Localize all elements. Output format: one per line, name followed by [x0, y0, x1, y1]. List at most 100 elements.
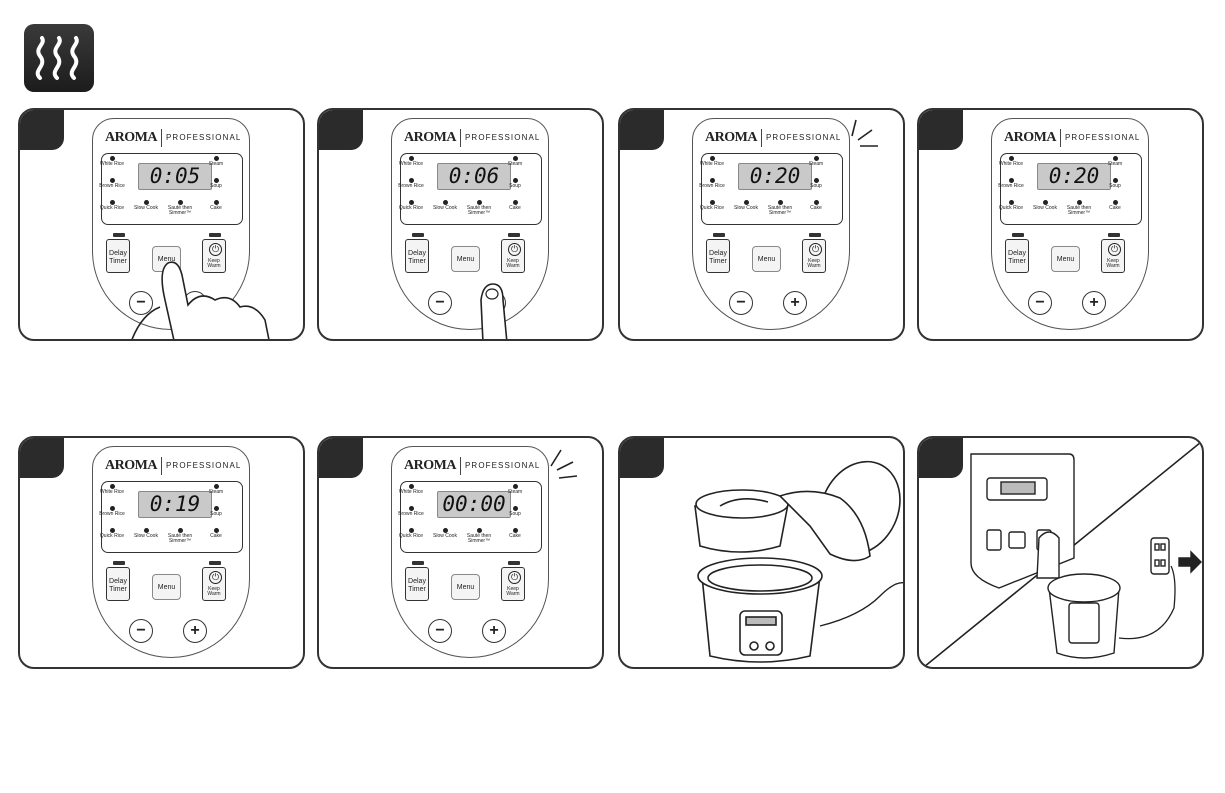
keep-warm-button[interactable]: ⏻Keep Warm	[1101, 233, 1125, 273]
indicator-slow-cook: Slow Cook	[431, 200, 459, 211]
indicator-saute: Sauté then Simmer™	[166, 200, 194, 216]
control-panel: AROMA PROFESSIONAL 0:19 White Rice Brown…	[92, 446, 250, 658]
indicator-saute: Sauté then Simmer™	[465, 528, 493, 544]
plus-button[interactable]: +	[783, 291, 807, 315]
menu-button[interactable]: Menu	[451, 246, 480, 272]
step-tab	[319, 438, 363, 478]
minus-button[interactable]: −	[129, 619, 153, 643]
display-area: 0:20 White Rice Brown Rice Quick Rice Sl…	[698, 153, 843, 225]
lcd-display: 0:05	[138, 163, 212, 190]
indicator-steam: Steam	[501, 484, 529, 495]
brand-logo: AROMA	[105, 130, 157, 145]
brand-subtitle: PROFESSIONAL	[465, 133, 541, 142]
indicator-steam: Steam	[1101, 156, 1129, 167]
indicator-steam: Steam	[501, 156, 529, 167]
indicator-steam: Steam	[202, 156, 230, 167]
indicator-cake: Cake	[501, 528, 529, 539]
lcd-display: 0:20	[1037, 163, 1111, 190]
indicator-steam: Steam	[802, 156, 830, 167]
keep-warm-button[interactable]: ⏻Keep Warm	[202, 561, 226, 601]
delay-timer-button[interactable]: Delay Timer	[106, 561, 130, 601]
step-tab	[319, 110, 363, 150]
indicator-cake: Cake	[202, 200, 230, 211]
indicator-slow-cook: Slow Cook	[431, 528, 459, 539]
minus-button[interactable]: −	[428, 619, 452, 643]
delay-timer-button[interactable]: Delay Timer	[405, 561, 429, 601]
delay-timer-button[interactable]: Delay Timer	[405, 233, 429, 273]
menu-button[interactable]: Menu	[1051, 246, 1080, 272]
delay-timer-button[interactable]: Delay Timer	[106, 233, 130, 273]
indicator-steam: Steam	[202, 484, 230, 495]
display-area: 0:20 White Rice Brown Rice Quick Rice Sl…	[997, 153, 1142, 225]
hand-icon	[131, 261, 270, 339]
brand-logo: AROMA	[404, 130, 456, 145]
plus-button[interactable]: +	[183, 619, 207, 643]
indicator-soup: Soup	[501, 506, 529, 517]
finger-icon	[480, 283, 508, 339]
step-tab	[620, 438, 664, 478]
keep-warm-button[interactable]: ⏻Keep Warm	[802, 233, 826, 273]
beep-icon	[851, 119, 878, 147]
step-tab	[20, 438, 64, 478]
display-area: 0:06 White Rice Brown Rice Quick Rice Sl…	[397, 153, 542, 225]
step-tab	[620, 110, 664, 150]
step-tab	[919, 438, 963, 478]
indicator-soup: Soup	[202, 178, 230, 189]
step-tab	[20, 110, 64, 150]
minus-button[interactable]: −	[1028, 291, 1052, 315]
lcd-display: 0:20	[738, 163, 812, 190]
indicator-quick-rice: Quick Rice	[397, 528, 425, 539]
keep-warm-button[interactable]: ⏻Keep Warm	[501, 561, 525, 601]
brand: AROMA PROFESSIONAL	[705, 129, 841, 147]
brand-logo: AROMA	[105, 458, 157, 473]
indicator-brown-rice: Brown Rice	[698, 178, 726, 189]
step-panel-1: AROMA PROFESSIONAL 0:05 White Rice Brown…	[18, 108, 305, 341]
keep-warm-button[interactable]: ⏻Keep Warm	[202, 233, 226, 273]
menu-button[interactable]: Menu	[451, 574, 480, 600]
indicator-white-rice: White Rice	[98, 484, 126, 495]
brand: AROMA PROFESSIONAL	[404, 129, 540, 147]
keep-warm-button[interactable]: ⏻Keep Warm	[501, 233, 525, 273]
delay-timer-button[interactable]: Delay Timer	[706, 233, 730, 273]
indicator-white-rice: White Rice	[397, 484, 425, 495]
indicator-white-rice: White Rice	[397, 156, 425, 167]
brand: AROMA PROFESSIONAL	[105, 129, 241, 147]
minus-button[interactable]: −	[428, 291, 452, 315]
brand-subtitle: PROFESSIONAL	[766, 133, 842, 142]
indicator-brown-rice: Brown Rice	[98, 178, 126, 189]
indicator-quick-rice: Quick Rice	[98, 528, 126, 539]
step-panel-5: AROMA PROFESSIONAL 0:19 White Rice Brown…	[18, 436, 305, 669]
indicator-brown-rice: Brown Rice	[98, 506, 126, 517]
power-icon: ⏻	[1108, 243, 1121, 256]
indicator-brown-rice: Brown Rice	[397, 178, 425, 189]
brand-logo: AROMA	[404, 458, 456, 473]
indicator-quick-rice: Quick Rice	[698, 200, 726, 211]
minus-button[interactable]: −	[129, 291, 153, 315]
indicator-soup: Soup	[202, 506, 230, 517]
indicator-soup: Soup	[501, 178, 529, 189]
menu-button[interactable]: Menu	[152, 574, 181, 600]
indicator-saute: Sauté then Simmer™	[766, 200, 794, 216]
step-panel-7	[618, 436, 905, 669]
lcd-display: 00:00	[437, 491, 511, 518]
minus-button[interactable]: −	[729, 291, 753, 315]
lcd-display: 0:06	[437, 163, 511, 190]
indicator-slow-cook: Slow Cook	[732, 200, 760, 211]
delay-timer-button[interactable]: Delay Timer	[1005, 233, 1029, 273]
control-panel: AROMA PROFESSIONAL 0:20 White Rice Brown…	[692, 118, 850, 330]
indicator-saute: Sauté then Simmer™	[1065, 200, 1093, 216]
indicator-quick-rice: Quick Rice	[98, 200, 126, 211]
control-panel: AROMA PROFESSIONAL 0:20 White Rice Brown…	[991, 118, 1149, 330]
indicator-white-rice: White Rice	[997, 156, 1025, 167]
brand-subtitle: PROFESSIONAL	[166, 133, 242, 142]
brand-subtitle: PROFESSIONAL	[1065, 133, 1141, 142]
plus-button[interactable]: +	[1082, 291, 1106, 315]
step-panel-6: AROMA PROFESSIONAL 00:00 White Rice Brow…	[317, 436, 604, 669]
step-panel-3: AROMA PROFESSIONAL 0:20 White Rice Brown…	[618, 108, 905, 341]
display-area: 0:19 White Rice Brown Rice Quick Rice Sl…	[98, 481, 243, 553]
menu-button[interactable]: Menu	[752, 246, 781, 272]
brand: AROMA PROFESSIONAL	[404, 457, 540, 475]
brand-subtitle: PROFESSIONAL	[166, 461, 242, 470]
plus-button[interactable]: +	[482, 619, 506, 643]
indicator-brown-rice: Brown Rice	[997, 178, 1025, 189]
